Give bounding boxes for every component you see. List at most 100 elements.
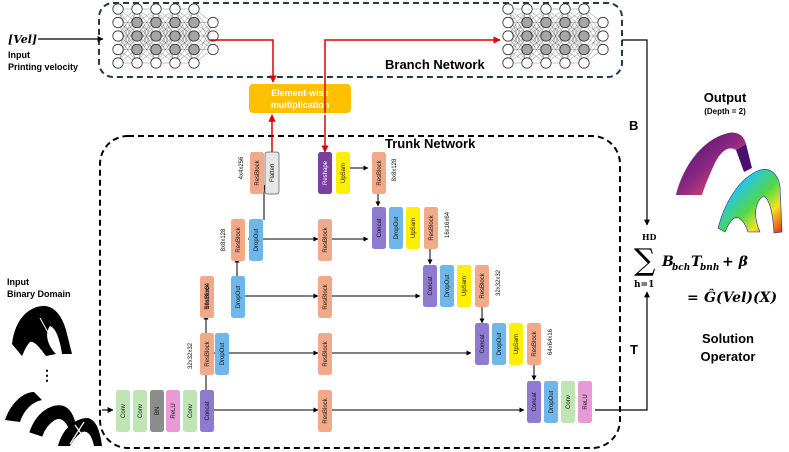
net-node [150,43,162,56]
concat-block [475,323,489,365]
output-title: Output [704,90,747,105]
net-edge [136,22,157,64]
formula-term-t-sub: bnh [700,263,719,273]
velocity-label-line2: Printing velocity [8,62,78,72]
concat-block [200,390,214,432]
resblock-label: ResBlock [377,159,383,185]
upsam-block [406,207,420,249]
net-edge [526,22,547,64]
t-output-path [595,291,650,411]
branch-net-left [112,3,219,69]
concat-block [423,265,437,307]
velocity-label-line1: Input [8,50,30,60]
net-node [578,30,590,42]
domain-shape-1b [39,317,61,355]
formula-lower: h=1 [634,280,654,290]
net-node [502,3,514,15]
dimension-label: 8x8x128 [221,228,227,251]
solution-line1: Solution [702,331,754,346]
net-node [521,16,533,29]
formula-upper: HD [642,232,657,242]
resblock-block [200,276,214,318]
net-node [521,3,533,15]
upsam-label: UpSam [514,334,520,354]
output-image-top [676,132,746,195]
net-node [502,30,514,42]
net-node [150,16,162,29]
resblock-block [372,152,386,194]
output-image-bottom [717,169,783,234]
concat-block [372,207,386,249]
domain-label-line2: Binary Domain [7,289,71,299]
dropout-label: DropOut [220,342,226,365]
net-node [540,16,552,29]
net-node [540,3,552,15]
resblock-label: ResBlock [205,340,211,366]
resblock-block [318,333,332,375]
upsam-block [509,323,523,365]
resblock-block [200,333,214,375]
branch-network-title: Branch Network [385,57,485,72]
resblock-block [231,219,245,261]
net-node [521,30,533,42]
dropout-block [389,207,403,249]
net-node [188,3,200,15]
resblock-label: ResBlock [236,226,242,252]
resblock-label: ResBlock [205,283,211,309]
net-edge [564,8,585,50]
dropout-label: DropOut [254,228,260,251]
multiply-label-line1: Element-wise [271,88,329,98]
net-edge [545,8,566,50]
concat-label: Concat [428,276,434,295]
net-node [169,43,181,56]
net-edge [507,8,528,50]
net-node [578,3,590,15]
domain-shape-1 [12,305,72,356]
trunk-connections [203,165,537,413]
net-node [150,3,162,15]
b-label: B [629,118,638,133]
net-edge [507,22,528,64]
net-node [169,57,181,69]
net-node [131,57,143,69]
net-node [112,30,124,42]
resblock-block [250,152,264,194]
dropout-label: DropOut [445,274,451,297]
bn-block [150,390,164,432]
branch-net-right [502,3,609,69]
flatten-label: Flatten [270,164,276,182]
net-edge [155,8,176,50]
formula-term-b-sub: bch [672,263,690,273]
net-node [559,16,571,29]
resblock-label: ResBlock [323,397,329,423]
concat-label: Concat [205,401,211,420]
upsam-block [336,152,350,194]
reshape-label: Reshape [323,160,329,185]
net-node [131,3,143,15]
relu-block [166,390,180,432]
conv-label: Conv [121,404,127,418]
dropout-label: DropOut [394,216,400,239]
net-node [131,16,143,29]
red-arrow-left-net [210,39,277,83]
net-edge [583,22,604,64]
net-edge [526,8,547,50]
formula-term-t: T [691,254,703,270]
formula-equals: = [687,290,699,306]
net-node [559,30,571,42]
conv-block [116,390,130,432]
bn-label: BN [155,407,161,415]
relu-label: ReLU [171,403,177,418]
concat-label: Concat [532,392,538,411]
resblock-block [318,219,332,261]
net-edge [174,22,195,64]
net-edge [545,22,566,64]
formula-operator: Ĝ(Vel)(X) [704,288,777,306]
resblock-label: ResBlock [323,226,329,252]
conv-label: Conv [566,395,572,409]
net-node [169,3,181,15]
resblock-block [424,207,438,249]
net-edge [117,22,138,64]
net-node [559,57,571,69]
